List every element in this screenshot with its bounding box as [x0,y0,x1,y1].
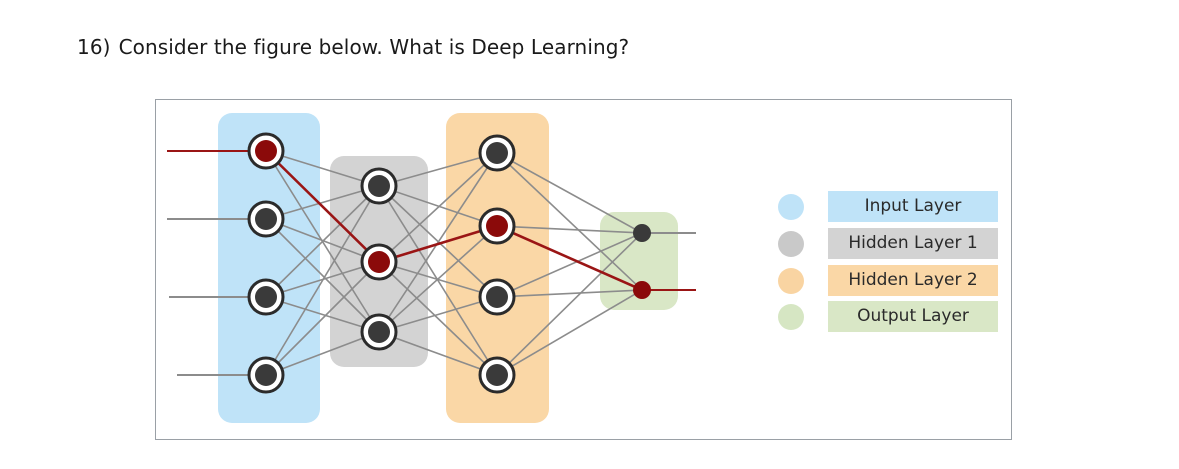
output-neuron-active [633,281,651,299]
connection-line [496,232,643,376]
connection-line [378,185,498,376]
connection-line [378,331,498,376]
legend-swatch-3 [778,268,804,294]
question-prompt: Consider the figure below. What is Deep … [118,35,630,59]
connection-line [496,152,643,291]
neuron [255,208,277,230]
neuron [486,364,508,386]
neuron [368,175,390,197]
connection-line [265,185,380,298]
connection-line [265,261,380,376]
connection-line [496,289,643,376]
connection-line [378,185,498,227]
connection-line [496,289,643,298]
connection-line [496,152,643,234]
legend-swatch-4 [778,304,804,330]
neuron [255,364,277,386]
connection-line [265,185,380,220]
legend-label: Hidden Layer 2 [828,265,998,296]
active-path-line [496,224,643,292]
connection-line [378,152,498,333]
active-path-line [378,224,498,264]
neuron-active [368,251,390,273]
connection-line [378,296,498,333]
connection-line [378,152,498,187]
connection-line [378,152,498,263]
legend-label: Output Layer [828,301,998,332]
question-number: 16) [77,35,111,59]
active-path-line [265,150,380,263]
neuron [368,321,390,343]
connection-line [378,225,498,333]
neuron [486,142,508,164]
connection-line [265,150,380,187]
legend-label: Input Layer [828,191,998,222]
layer-band-output [600,212,678,310]
connection-line [265,296,380,333]
legend-label: Hidden Layer 1 [828,228,998,259]
output-neuron [633,224,651,242]
neuron-active [486,215,508,237]
connection-line [378,261,498,376]
layer-bands [218,113,678,423]
legend-swatch-2 [778,231,804,257]
neurons [247,132,651,394]
neuron [255,286,277,308]
legend-swatch-1 [778,194,804,220]
connection-line [265,218,380,333]
legend-swatches [778,194,804,330]
connection-line [265,185,380,376]
connection-line [265,331,380,376]
question-text: 16) Consider the figure below. What is De… [77,35,629,59]
connection-line [496,225,643,234]
neuron-active [255,140,277,162]
connection-line [496,232,643,298]
active-path [265,150,643,292]
neuron [486,286,508,308]
